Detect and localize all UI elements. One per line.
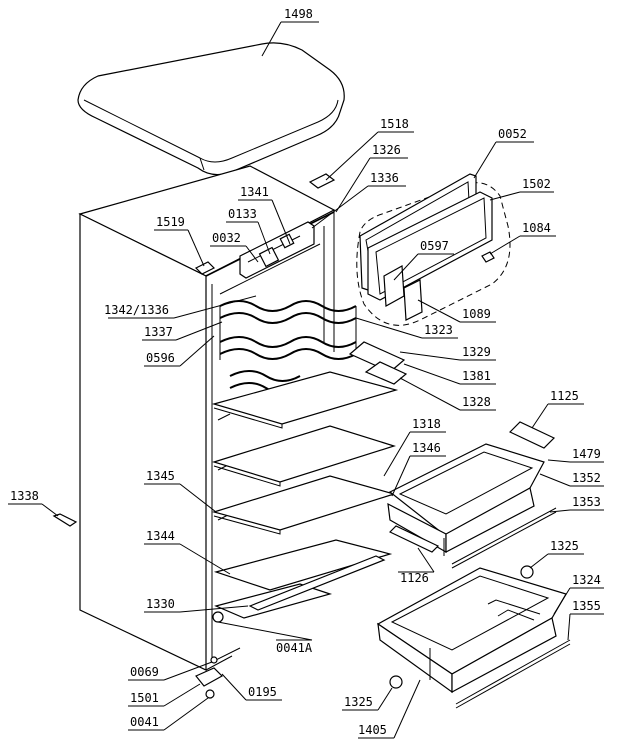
part-label: 1324 — [572, 573, 601, 587]
part-label: 1501 — [130, 691, 159, 705]
part-label: 1318 — [412, 417, 441, 431]
part-label: 0041 — [130, 715, 159, 729]
screw-part — [210, 656, 218, 664]
part-label: 1355 — [572, 599, 601, 613]
fan-bracket-part — [239, 221, 315, 279]
glass-shelves — [211, 371, 399, 619]
hinge-bottom-part — [195, 667, 223, 687]
part-label: 1323 — [424, 323, 453, 337]
part-label: 1381 — [462, 369, 491, 383]
part-label: 1341 — [240, 185, 269, 199]
part-label: 1498 — [284, 7, 313, 21]
part-label: 1325 — [550, 539, 579, 553]
foot-part — [520, 565, 534, 579]
leader-lines — [8, 21, 604, 739]
part-label: 1518 — [380, 117, 409, 131]
crisper-drawer-part — [376, 567, 571, 709]
part-label: 0597 — [420, 239, 449, 253]
part-label: 0052 — [498, 127, 527, 141]
part-label: 0069 — [130, 665, 159, 679]
part-label: 1502 — [522, 177, 551, 191]
part-label: 1328 — [462, 395, 491, 409]
part-label: 1352 — [572, 471, 601, 485]
drawer-cover-part — [508, 421, 556, 449]
part-label: 1346 — [412, 441, 441, 455]
bracket-part — [348, 341, 408, 385]
side-pin-part — [52, 513, 78, 527]
part-label: 1126 — [400, 571, 429, 585]
part-label: 1330 — [146, 597, 175, 611]
top-cover-part — [77, 42, 345, 176]
part-label: 1479 — [572, 447, 601, 461]
door-assembly — [356, 173, 511, 326]
part-label: 0041A — [276, 641, 313, 655]
part-label: 1342/1336 — [104, 303, 169, 317]
part-label: 1405 — [358, 723, 387, 737]
part-label: 1338 — [10, 489, 39, 503]
part-label: 0195 — [248, 685, 277, 699]
screw-part — [205, 689, 215, 699]
part-label: 1329 — [462, 345, 491, 359]
foot-part — [389, 675, 403, 689]
part-label: 0032 — [212, 231, 241, 245]
part-label: 0133 — [228, 207, 257, 221]
hinge-clip-part — [194, 261, 216, 275]
part-label: 1519 — [156, 215, 185, 229]
wire-racks — [219, 300, 357, 394]
part-label: 1336 — [370, 171, 399, 185]
part-label: 1326 — [372, 143, 401, 157]
part-label: 0596 — [146, 351, 175, 365]
part-label: 1084 — [522, 221, 551, 235]
part-label: 1345 — [146, 469, 175, 483]
part-labels: 1498 1518 0052 1326 1502 1341 1336 0133 … — [10, 7, 601, 737]
part-label: 1344 — [146, 529, 175, 543]
part-label: 1353 — [572, 495, 601, 509]
part-label: 1325 — [344, 695, 373, 709]
part-label: 1089 — [462, 307, 491, 321]
screw-part — [212, 611, 224, 623]
part-label: 1125 — [550, 389, 579, 403]
upper-drawer-part — [387, 443, 557, 569]
drawer-rail-part — [388, 525, 440, 553]
part-label: 1337 — [144, 325, 173, 339]
